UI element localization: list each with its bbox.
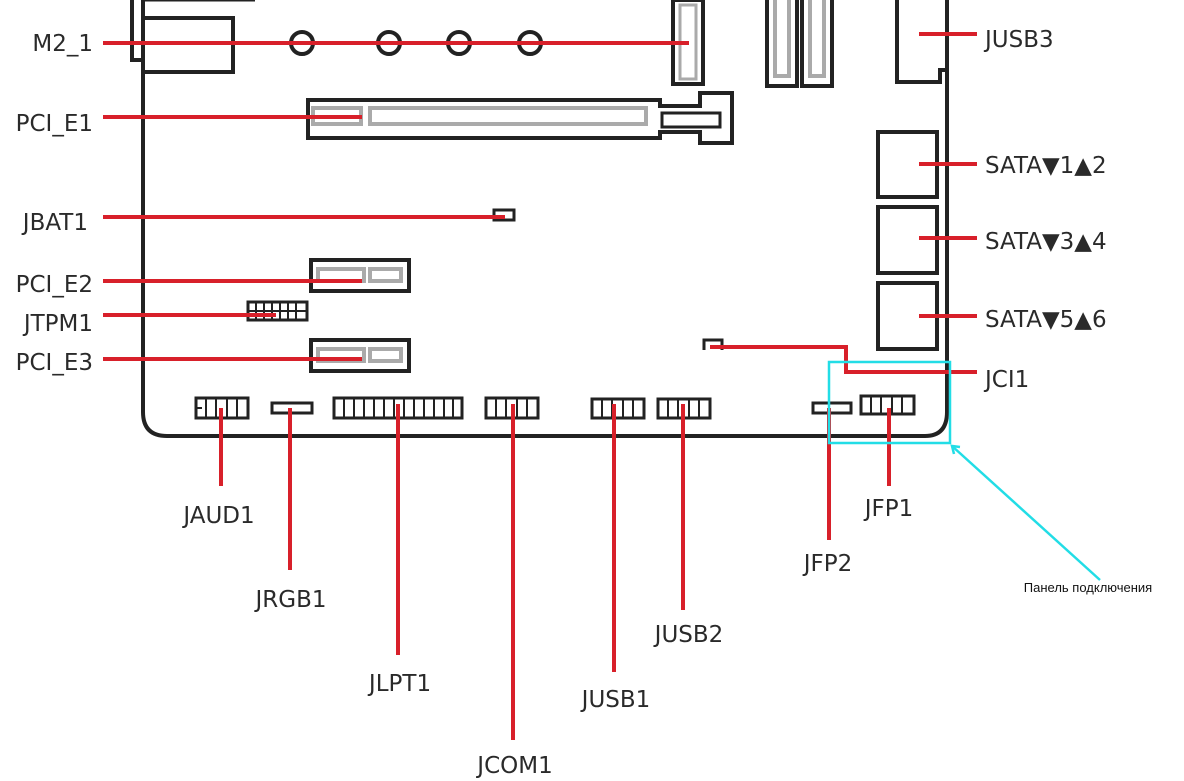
label-jci1: JCI1 bbox=[983, 367, 1029, 393]
label-jrgb1: JRGB1 bbox=[254, 587, 327, 613]
front-panel-note: Панель подключения bbox=[1024, 580, 1152, 595]
label-sata34: SATA▼3▲4 bbox=[985, 229, 1107, 255]
label-jtpm1: JTPM1 bbox=[22, 311, 93, 337]
label-pci-e2: PCI_E2 bbox=[16, 272, 93, 298]
io-bracket bbox=[130, 0, 235, 74]
bottom-headers bbox=[194, 394, 916, 420]
label-jusb1: JUSB1 bbox=[580, 687, 651, 713]
label-jlpt1: JLPT1 bbox=[367, 671, 431, 697]
pci-e3-slot bbox=[309, 338, 411, 373]
label-jfp2: JFP2 bbox=[802, 551, 853, 577]
pci-e1-slot bbox=[306, 91, 734, 145]
label-jbat1: JBAT1 bbox=[21, 210, 88, 236]
label-jcom1: JCOM1 bbox=[475, 753, 552, 779]
label-pci-e3: PCI_E3 bbox=[16, 350, 93, 376]
label-sata12: SATA▼1▲2 bbox=[985, 153, 1107, 179]
dimm-slots bbox=[765, 0, 834, 88]
jtpm1-header bbox=[246, 300, 309, 322]
label-jfp1: JFP1 bbox=[863, 496, 914, 522]
board-outline bbox=[141, 0, 949, 438]
leader-lines bbox=[103, 32, 977, 740]
front-panel-highlight bbox=[827, 360, 1101, 581]
label-pci-e1: PCI_E1 bbox=[16, 111, 93, 137]
label-jusb3: JUSB3 bbox=[983, 27, 1054, 53]
label-sata56: SATA▼5▲6 bbox=[985, 307, 1107, 333]
pci-e2-slot bbox=[309, 258, 411, 293]
jusb3-connector bbox=[895, 0, 949, 84]
leader-jci1 bbox=[710, 345, 977, 374]
label-jusb2: JUSB2 bbox=[653, 622, 724, 648]
labels: M2_1 PCI_E1 JBAT1 PCI_E2 JTPM1 PCI_E3 JU… bbox=[16, 27, 1153, 779]
label-jaud1: JAUD1 bbox=[181, 503, 254, 529]
label-m2-1: M2_1 bbox=[32, 31, 93, 57]
